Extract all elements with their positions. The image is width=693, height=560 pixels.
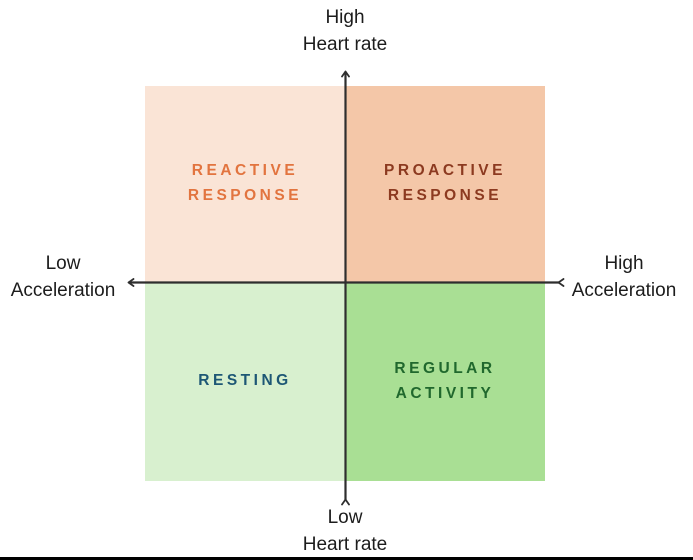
y-axis-bottom-label: Low Heart rate <box>302 507 388 555</box>
x-axis-right-label: High Acceleration <box>571 253 677 301</box>
bottom-border-line <box>0 557 693 560</box>
x-axis-left-label: Low Acceleration <box>10 253 116 301</box>
quadrant-label: RESTING <box>198 372 292 390</box>
quadrant-resting: RESTING <box>145 282 345 481</box>
quadrant-label: REACTIVE RESPONSE <box>187 162 303 204</box>
quadrant-label: PROACTIVE RESPONSE <box>384 162 506 204</box>
quadrant-proactive-response: PROACTIVE RESPONSE <box>345 86 545 282</box>
y-axis-top-label: High Heart rate <box>302 7 388 55</box>
quadrant-reactive-response: REACTIVE RESPONSE <box>145 86 345 282</box>
quadrant-regular-activity: REGULAR ACTIVITY <box>345 282 545 481</box>
quadrant-label: REGULAR ACTIVITY <box>394 359 496 402</box>
